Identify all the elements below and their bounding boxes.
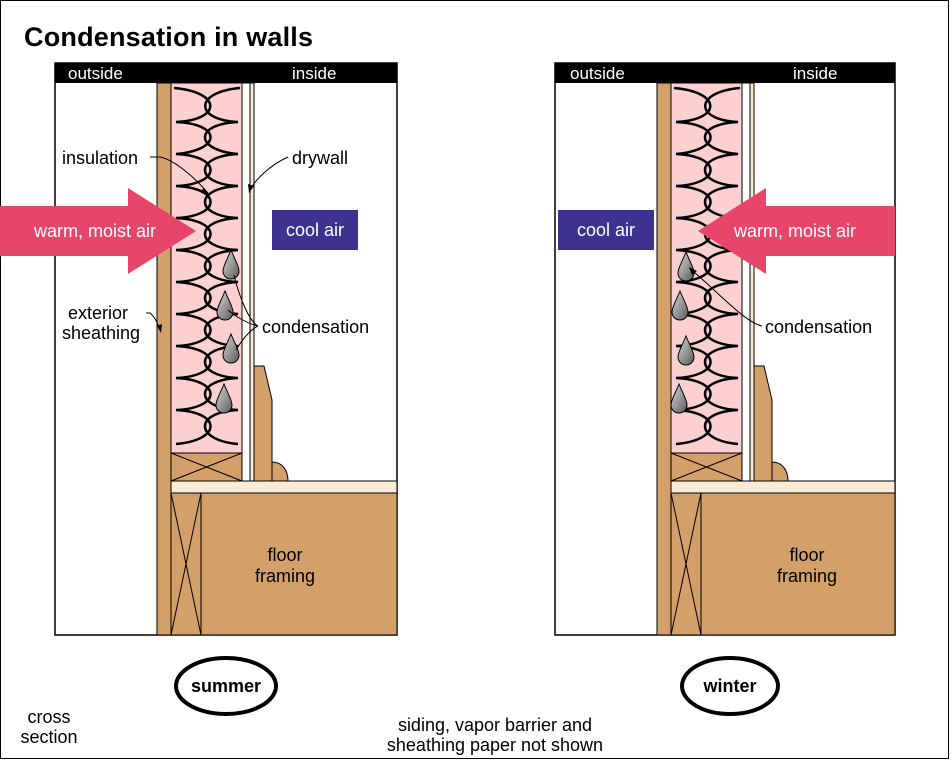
summer-cool-air-box <box>272 210 358 250</box>
sheathing-label-line1: exterior <box>68 303 129 323</box>
footer-note-line1: siding, vapor barrier and <box>397 715 593 735</box>
cross-note-line1: cross <box>27 707 71 727</box>
summer-inside-label: inside <box>292 64 337 83</box>
winter-panel <box>554 62 896 636</box>
winter-floor-line2: framing <box>776 566 838 586</box>
summer-header-bar <box>55 63 397 83</box>
summer-panel <box>0 62 398 636</box>
winter-warm-air-arrow <box>698 188 895 274</box>
winter-floor-framing-label: floor framing <box>752 545 862 587</box>
winter-inside-label: inside <box>793 64 838 83</box>
summer-ellipse <box>174 656 278 716</box>
summer-floor-line1: floor <box>267 545 303 565</box>
summer-floor-framing-label: floor framing <box>230 545 340 587</box>
drywall-label: drywall <box>292 148 349 168</box>
winter-cool-air-box <box>558 210 654 250</box>
winter-season-label: winter <box>703 675 757 696</box>
winter-warm-air-label: warm, moist air <box>733 220 856 241</box>
footer-note-line2: sheathing paper not shown <box>386 735 604 755</box>
page-title: Condensation in walls <box>24 22 314 52</box>
summer-outside-label: outside <box>68 64 123 83</box>
cross-section-note: cross section <box>14 707 84 747</box>
summer-cool-air-label: cool air <box>285 219 345 240</box>
summer-season-label: summer <box>190 675 262 696</box>
insulation-label: insulation <box>62 148 139 168</box>
winter-floor-line1: floor <box>789 545 825 565</box>
cross-note-line2: section <box>20 727 78 747</box>
summer-warm-air-arrow <box>0 188 196 274</box>
footer-note: siding, vapor barrier and sheathing pape… <box>330 715 660 755</box>
sheathing-label-line2: sheathing <box>62 323 141 343</box>
winter-condensation-label: condensation <box>765 317 873 337</box>
winter-ellipse <box>680 656 780 716</box>
winter-cool-air-label: cool air <box>576 219 636 240</box>
summer-floor-line2: framing <box>254 566 316 586</box>
summer-condensation-label: condensation <box>262 317 370 337</box>
winter-outside-label: outside <box>570 64 625 83</box>
winter-header-bar <box>555 63 895 83</box>
summer-warm-air-label: warm, moist air <box>33 220 156 241</box>
